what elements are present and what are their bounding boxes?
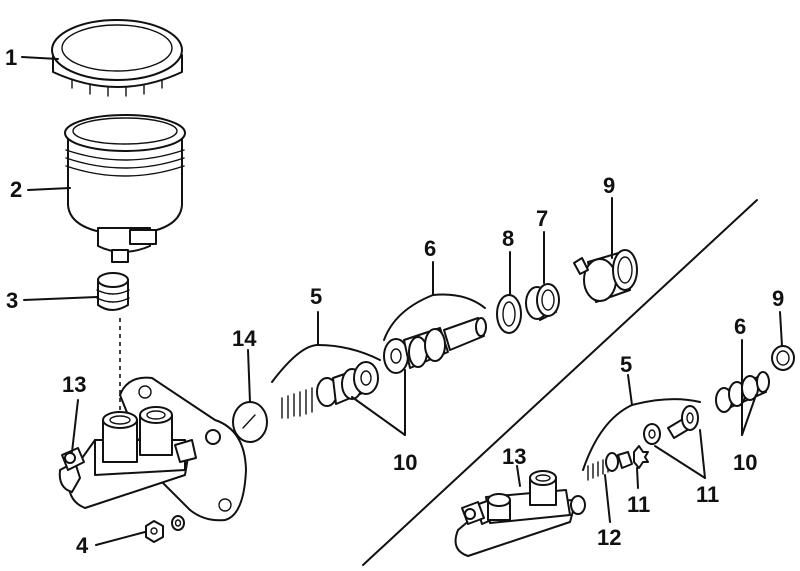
label-6-alt: 6: [734, 314, 746, 339]
alt-retaining-ring: [771, 345, 795, 371]
label-7: 7: [536, 206, 548, 231]
reservoir-body: [64, 114, 186, 263]
nut-and-washer: [145, 515, 185, 543]
grommet: [96, 272, 130, 311]
primary-piston-assembly: [383, 317, 487, 374]
label-8: 8: [502, 226, 514, 251]
label-9-alt: 9: [772, 286, 784, 311]
reservoir-cap: [51, 19, 183, 97]
label-6-main: 6: [424, 236, 436, 261]
label-2: 2: [10, 177, 22, 202]
seal-ring: [525, 283, 560, 321]
label-4: 4: [76, 533, 89, 558]
washer: [496, 294, 522, 334]
label-12: 12: [597, 525, 621, 550]
label-10-main: 10: [393, 450, 417, 475]
label-13-main: 13: [62, 372, 86, 397]
master-cylinder-alt: [454, 470, 586, 557]
label-11-a: 11: [627, 492, 650, 517]
label-5-alt: 5: [620, 352, 632, 377]
leader-lines: [21, 56, 783, 546]
seal-disc: [232, 401, 268, 443]
label-10-alt: 10: [733, 450, 757, 475]
label-13-alt: 13: [502, 444, 526, 469]
label-9-main: 9: [603, 173, 615, 198]
alt-piston-parts: [587, 405, 699, 481]
master-cylinder-main: [58, 376, 247, 522]
label-3: 3: [6, 288, 18, 313]
callout-labels: 1 2 3 4 13 14 5 6 8 7 9 10 5 6 9 10 11 1…: [5, 45, 784, 558]
label-11-b: 11: [696, 482, 719, 507]
label-14: 14: [232, 326, 257, 351]
label-5-main: 5: [310, 284, 322, 309]
label-1: 1: [5, 45, 17, 70]
divider-line: [362, 199, 758, 566]
secondary-piston-assembly: [281, 361, 379, 419]
boot-retainer: [573, 249, 638, 303]
